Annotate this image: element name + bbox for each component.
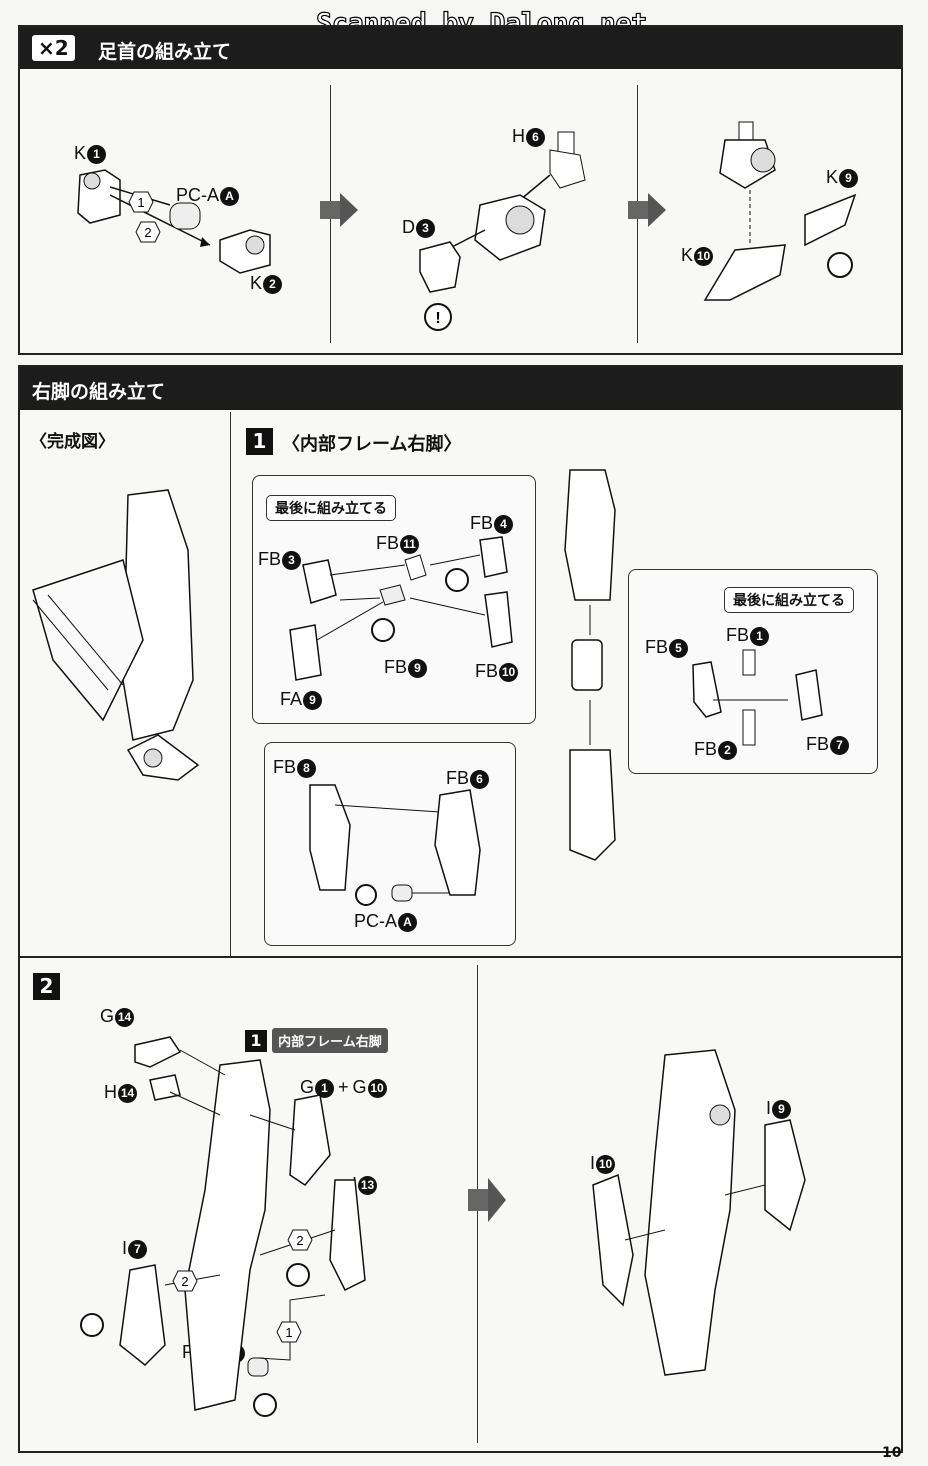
svg-text:2: 2 (181, 1274, 188, 1289)
svg-text:1: 1 (137, 195, 144, 210)
note-assemble-last: 最後に組み立てる (724, 587, 854, 613)
section-title: 足首の組み立て (98, 41, 232, 63)
order-1-icon: 1 (128, 191, 154, 213)
next-step-arrow-icon (468, 1178, 506, 1222)
ankle-part-diagram: ! (419, 131, 586, 331)
right-leg-assembled-diagram (592, 1049, 806, 1376)
ankle-assembly-panel (18, 25, 903, 355)
complete-view-label: 〈完成図〉 (30, 432, 115, 452)
ankle-part-diagram (77, 169, 271, 274)
frame-parts-diagram (309, 784, 481, 906)
right-leg-header: 右脚の組み立て (20, 367, 901, 410)
multiplier-badge: ×2 (32, 35, 75, 61)
step-reference-badge: 1 内部フレーム右脚 (245, 1028, 388, 1053)
svg-text:2: 2 (296, 1233, 303, 1248)
step-number: 2 (33, 973, 60, 1000)
inner-frame-assembly-diagram (564, 469, 616, 861)
step-title: 〈内部フレーム右脚〉 (282, 434, 462, 455)
svg-text:1: 1 (285, 1325, 292, 1340)
complete-right-leg-diagram (32, 489, 200, 781)
order-1-icon: 1 (276, 1321, 302, 1343)
page-number: 10 (882, 1445, 902, 1461)
divider (20, 956, 901, 958)
order-2-icon: 2 (135, 221, 161, 243)
step-number: 1 (246, 428, 273, 455)
note-assemble-last: 最後に組み立てる (266, 495, 396, 521)
divider (230, 412, 231, 957)
frame-parts-diagram (289, 536, 513, 681)
frame-parts-diagram (692, 649, 823, 746)
order-2-icon: 2 (172, 1270, 198, 1292)
next-step-arrow-icon (320, 193, 358, 227)
ankle-assembly-header: ×2 足首の組み立て (20, 27, 901, 69)
svg-text:2: 2 (144, 225, 151, 240)
right-leg-parts-diagram (80, 1036, 366, 1417)
section-title: 右脚の組み立て (32, 381, 166, 403)
next-step-arrow-icon (628, 193, 666, 227)
ankle-part-diagram (703, 121, 857, 301)
order-2-icon: 2 (287, 1229, 313, 1251)
svg-text:!: ! (435, 310, 440, 327)
